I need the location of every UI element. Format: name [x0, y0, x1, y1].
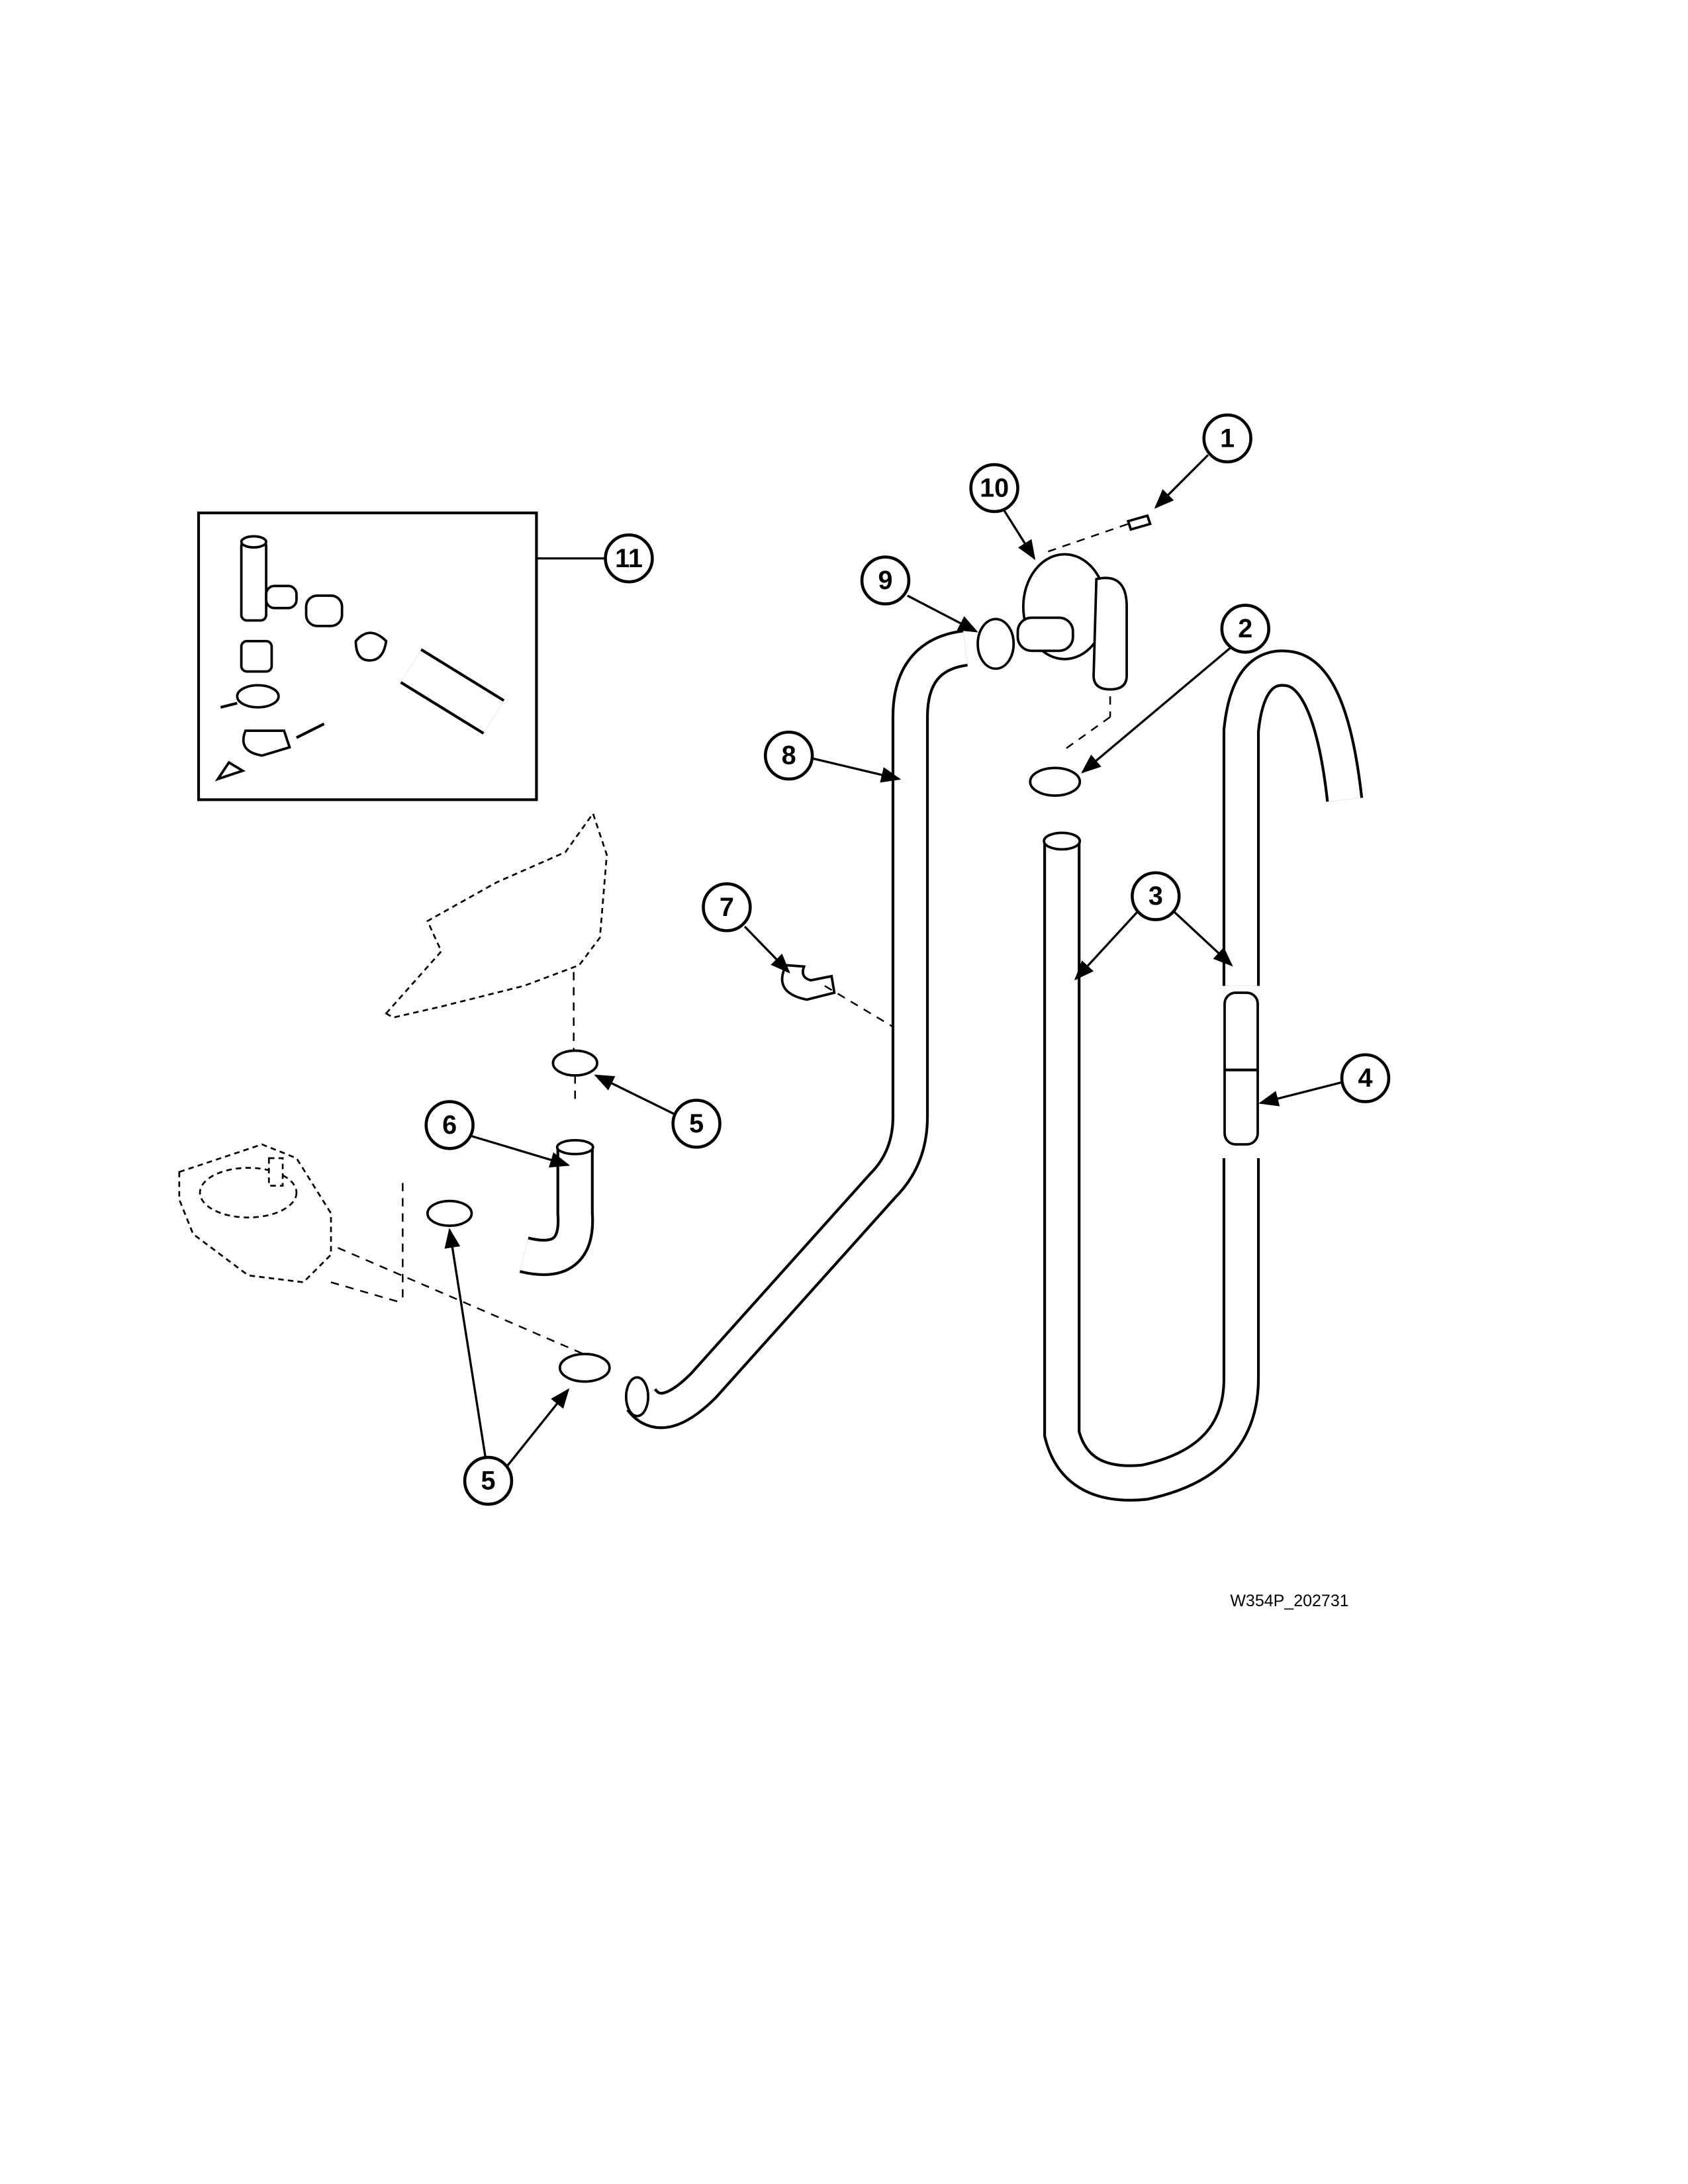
- callout-10: 10: [969, 463, 1019, 514]
- callout-label: 9: [878, 566, 892, 595]
- callout-6: 6: [424, 1100, 475, 1150]
- connector-4: [1223, 991, 1259, 1146]
- screw-1: [1126, 514, 1152, 531]
- callout-7: 7: [702, 882, 752, 933]
- p-clip: [242, 729, 291, 757]
- callout-4: 4: [1340, 1053, 1391, 1103]
- callout-label: 5: [689, 1109, 704, 1138]
- callout-2: 2: [1220, 604, 1270, 654]
- hose-clamp-5a: [551, 1049, 598, 1077]
- tub-section: [385, 811, 608, 1019]
- hose-clamp-2: [1029, 766, 1082, 797]
- plug: [214, 760, 246, 782]
- callout-label: 2: [1238, 614, 1252, 643]
- hose-clamp-9: [976, 617, 1015, 670]
- callout-label: 3: [1149, 882, 1163, 911]
- callout-8: 8: [763, 730, 814, 781]
- callout-3: 3: [1131, 871, 1181, 921]
- callout-label: 5: [481, 1467, 495, 1496]
- drawing-id: W354P_202731: [1230, 1592, 1348, 1610]
- ring-clamp: [236, 684, 280, 709]
- callout-label: 10: [980, 474, 1009, 503]
- drain-hose-3: [1043, 649, 1364, 1502]
- callout-label: 7: [720, 893, 734, 922]
- callout-1: 1: [1202, 413, 1252, 464]
- hose-clamp-5b: [426, 1199, 473, 1227]
- callout-5b: 5: [463, 1455, 514, 1506]
- kit-inset: [197, 511, 538, 801]
- cap: [240, 639, 273, 673]
- hose-8: [624, 629, 968, 1430]
- callout-label: 1: [1220, 424, 1235, 453]
- inset-hose: [400, 648, 505, 735]
- callout-label: 6: [442, 1111, 457, 1140]
- callout-9: 9: [860, 555, 911, 606]
- callout-label: 8: [782, 741, 796, 770]
- hose-6: [519, 1139, 594, 1277]
- coupling: [305, 594, 344, 627]
- inset-clamp: [354, 631, 388, 662]
- callout-label: 4: [1358, 1064, 1372, 1093]
- outlet-fitting-10: [1016, 553, 1128, 691]
- callout-label: 11: [615, 544, 643, 573]
- callout-5a: 5: [671, 1099, 722, 1149]
- tee-fitting: [240, 535, 298, 622]
- callout-11: 11: [604, 533, 654, 584]
- hose-clamp-5c: [558, 1352, 611, 1383]
- hose-clip-7: [780, 964, 836, 1001]
